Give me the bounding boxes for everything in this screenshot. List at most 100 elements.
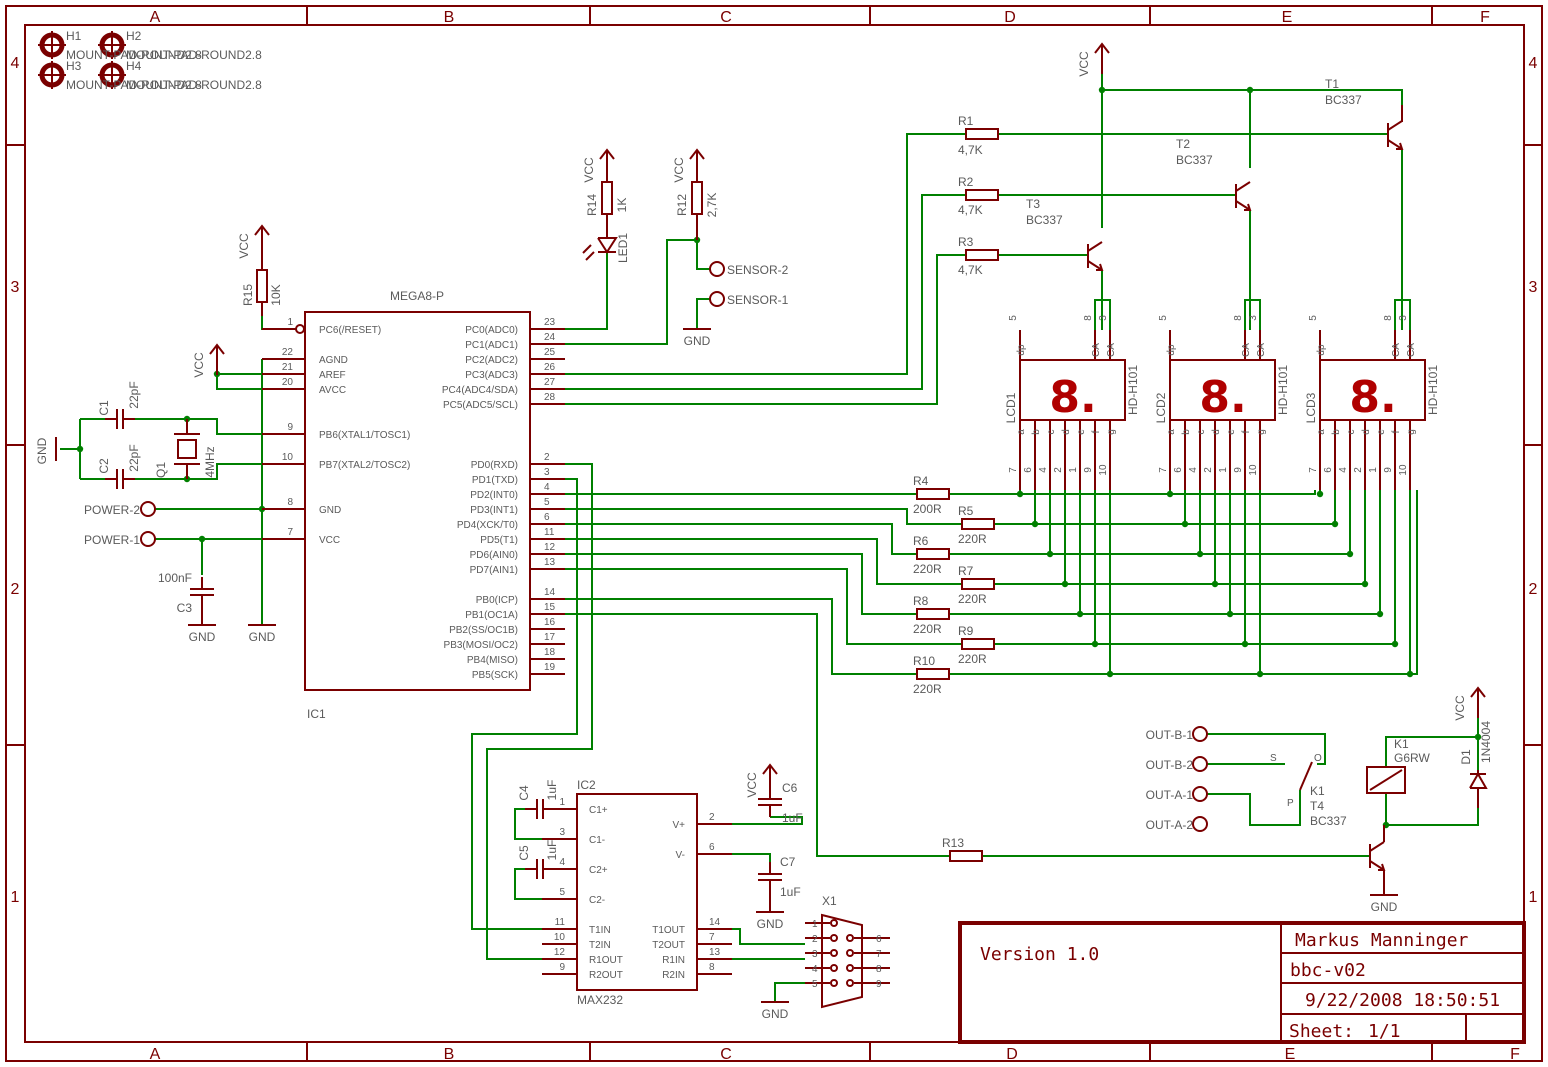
r15-name: R15: [241, 284, 255, 306]
wire: [135, 463, 262, 480]
r2-value: 4,7K: [958, 203, 983, 217]
reset-bubble-icon: [295, 324, 305, 334]
r5-name: R5: [958, 504, 974, 518]
d1-value: 1N4004: [1479, 721, 1493, 763]
column-label: E: [1282, 9, 1293, 26]
gnd-label: GND: [757, 917, 784, 931]
c5-value: 1uF: [545, 840, 559, 861]
wire: [565, 508, 962, 525]
r1-name: R1: [958, 114, 974, 128]
pin-name: PC4(ADC4/SDA): [442, 385, 518, 396]
pin-name: V-: [676, 850, 685, 861]
row-label: 2: [1529, 581, 1538, 598]
resistor-icon: [965, 249, 999, 261]
transistor-arrow-icon: [1244, 203, 1252, 211]
pin-name: C1-: [589, 835, 605, 846]
pin-name: AREF: [319, 370, 346, 381]
connector-pad-icon: [1192, 726, 1208, 742]
wire: [565, 598, 917, 675]
wire: [732, 928, 805, 945]
resistor-icon: [601, 181, 613, 215]
wire: [949, 490, 1351, 555]
version-text: Version 1.0: [980, 944, 1099, 965]
wire: [732, 816, 803, 825]
pin-number: 6: [876, 934, 882, 945]
pin-number: 13: [544, 557, 556, 568]
pin-name: CA: [1406, 343, 1417, 357]
pin-number: 4: [1188, 467, 1199, 473]
r12-value: 2,7K: [705, 193, 719, 218]
pin-name: e: [1076, 429, 1087, 435]
pin-number: 9: [1383, 467, 1394, 473]
junction-dot: [1166, 490, 1174, 498]
column-label: F: [1480, 9, 1490, 26]
junction-dot: [1391, 640, 1399, 648]
c1-name: C1: [97, 400, 111, 416]
connector-pad-icon: [1192, 786, 1208, 802]
pin-name: g: [1106, 429, 1117, 435]
wire: [514, 808, 542, 840]
column-label: C: [720, 9, 732, 26]
pin-number: 20: [282, 377, 294, 388]
r13-name: R13: [942, 836, 964, 850]
db9-pin-icon: [830, 964, 838, 972]
wire: [565, 568, 962, 645]
pin-number: 14: [544, 587, 556, 598]
pin-number: 16: [544, 617, 556, 628]
wire: [565, 254, 966, 405]
mount-hole-value: MOUNT-PAD-ROUND2.8: [66, 78, 202, 92]
connector-pad-icon: [709, 261, 725, 277]
ic1-name-label: IC1: [307, 707, 326, 721]
vcc-label: VCC: [672, 157, 686, 183]
junction-dot: [1076, 610, 1084, 618]
lcd-digit: 8.: [1049, 372, 1096, 423]
x1-name: X1: [822, 894, 837, 908]
pin-number: 3: [1398, 315, 1409, 321]
drawing-frame: [5, 5, 1543, 1062]
pin-name: f: [1091, 430, 1102, 433]
pin-name: e: [1226, 429, 1237, 435]
pin-number: 10: [1098, 464, 1109, 476]
vcc-arrow-icon: [1470, 686, 1486, 698]
column-label: A: [150, 9, 161, 26]
pin-name: dp: [1166, 344, 1177, 356]
vcc-label: VCC: [1453, 695, 1467, 721]
led-icon: [597, 237, 618, 254]
pin-name: PD3(INT1): [470, 505, 518, 516]
symbols: [38, 31, 1488, 1009]
row-label: 1: [1529, 889, 1538, 906]
pin-name: c: [1346, 430, 1357, 435]
pin-name: T2OUT: [652, 940, 685, 951]
pin-name: PB4(MISO): [467, 655, 518, 666]
ic2-name-label: IC2: [577, 778, 596, 792]
lcd-digit: 8.: [1199, 372, 1246, 423]
relay-coil-icon: [1366, 766, 1406, 794]
pin-name: g: [1406, 429, 1417, 435]
c2-name: C2: [97, 458, 111, 474]
pin-number: 5: [812, 979, 818, 990]
r6-name: R6: [913, 534, 929, 548]
k1-coil-name: K1: [1394, 737, 1409, 751]
resistor-icon: [256, 269, 268, 303]
pin-name: T2IN: [589, 940, 611, 951]
resistor-icon: [961, 638, 995, 650]
pin-number: 8: [1233, 315, 1244, 321]
pin-number: 12: [544, 542, 556, 553]
junction-dot: [1316, 490, 1324, 498]
pin-name: PC2(ADC2): [465, 355, 518, 366]
db9-pin-icon: [846, 979, 854, 987]
wire: [1094, 299, 1111, 330]
lcd-value: HD-H101: [1126, 365, 1140, 415]
pin-number: 17: [544, 632, 556, 643]
pin-name: CA: [1391, 343, 1402, 357]
junction-dot: [1346, 550, 1354, 558]
c3-value: 100nF: [158, 571, 192, 585]
gnd-label: GND: [1371, 900, 1398, 914]
pin-number: 26: [544, 362, 556, 373]
pin-number: 8: [709, 962, 715, 973]
sheet-label: Sheet:: [1289, 1021, 1354, 1042]
pin-number: 19: [544, 662, 556, 673]
pin-number: 18: [544, 647, 556, 658]
